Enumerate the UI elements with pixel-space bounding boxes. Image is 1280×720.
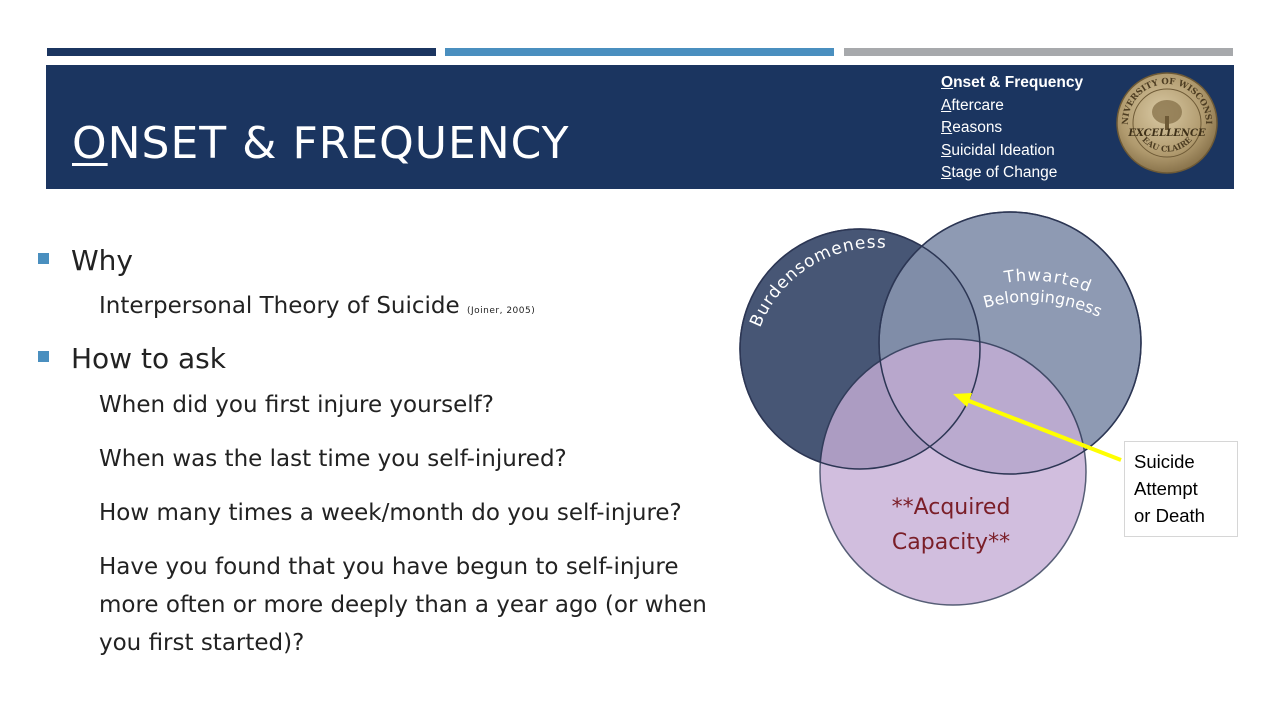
outline-item-stage-of-change[interactable]: Stage of Change bbox=[941, 162, 1083, 185]
seal-center-text: EXCELLENCE bbox=[1127, 128, 1206, 139]
top-bar-blue bbox=[445, 48, 834, 56]
venn-label-acquired: **Acquired bbox=[892, 495, 1011, 520]
callout-line: Suicide bbox=[1134, 451, 1195, 472]
outline-initial: S bbox=[941, 141, 952, 159]
venn-label-capacity: Capacity** bbox=[892, 530, 1010, 555]
bullet-how-to-ask: How to ask bbox=[38, 342, 226, 375]
outline-initial: R bbox=[941, 119, 953, 136]
citation: (Joiner, 2005) bbox=[467, 306, 536, 316]
outline-label: ftercare bbox=[951, 96, 1004, 114]
question-line: When was the last time you self-injured? bbox=[99, 446, 567, 472]
bullet-square-icon bbox=[38, 252, 49, 264]
question-line: more often or more deeply than a year ag… bbox=[99, 592, 707, 618]
outline-initial: O bbox=[941, 74, 954, 91]
callout-suicide-attempt: Suicide Attempt or Death bbox=[1124, 441, 1238, 537]
university-seal-logo: UNIVERSITY OF WISCONSIN EAU CLAIRE EXCEL… bbox=[1116, 72, 1218, 174]
theory-name: Interpersonal Theory of Suicide bbox=[99, 293, 460, 319]
bullet-label: Why bbox=[71, 244, 134, 277]
callout-line: or Death bbox=[1134, 505, 1205, 526]
top-bar-navy bbox=[47, 48, 436, 56]
outline-item-suicidal-ideation[interactable]: Suicidal Ideation bbox=[941, 140, 1083, 163]
topic-outline: Onset & Frequency Aftercare Reasons Suic… bbox=[941, 72, 1083, 185]
question-line: When did you first injure yourself? bbox=[99, 392, 494, 418]
arrow-head-icon bbox=[953, 393, 972, 407]
bullet-label: How to ask bbox=[71, 342, 226, 375]
question-line: Have you found that you have begun to se… bbox=[99, 554, 679, 580]
venn-circle-acquired-capacity bbox=[819, 338, 1087, 606]
question-line: How many times a week/month do you self-… bbox=[99, 500, 682, 526]
bullet-why: Why bbox=[38, 244, 133, 277]
page-title-first-letter: O bbox=[72, 118, 108, 169]
page-title: Onset & Frequency bbox=[72, 118, 570, 169]
why-detail: Interpersonal Theory of Suicide (Joiner,… bbox=[99, 287, 535, 330]
header-banner bbox=[46, 65, 1234, 189]
outline-label: nset & Frequency bbox=[953, 74, 1084, 91]
callout-line: Attempt bbox=[1134, 478, 1198, 499]
outline-item-aftercare[interactable]: Aftercare bbox=[941, 95, 1083, 118]
outline-label: tage of Change bbox=[951, 164, 1058, 181]
top-bar-grey bbox=[844, 48, 1233, 56]
outline-label: easons bbox=[952, 119, 1003, 136]
outline-item-reasons[interactable]: Reasons bbox=[941, 117, 1083, 140]
outline-item-onset[interactable]: Onset & Frequency bbox=[941, 72, 1083, 95]
venn-diagram: Burdensomeness Thwarted Belongingness **… bbox=[739, 211, 1142, 606]
page-title-rest: nset & Frequency bbox=[107, 118, 570, 169]
outline-initial: S bbox=[941, 164, 952, 181]
arrow-line bbox=[963, 397, 1122, 462]
question-line: you first started)? bbox=[99, 630, 305, 656]
outline-label: uicidal Ideation bbox=[951, 141, 1055, 159]
outline-initial: A bbox=[941, 96, 952, 114]
bullet-square-icon bbox=[38, 350, 49, 362]
